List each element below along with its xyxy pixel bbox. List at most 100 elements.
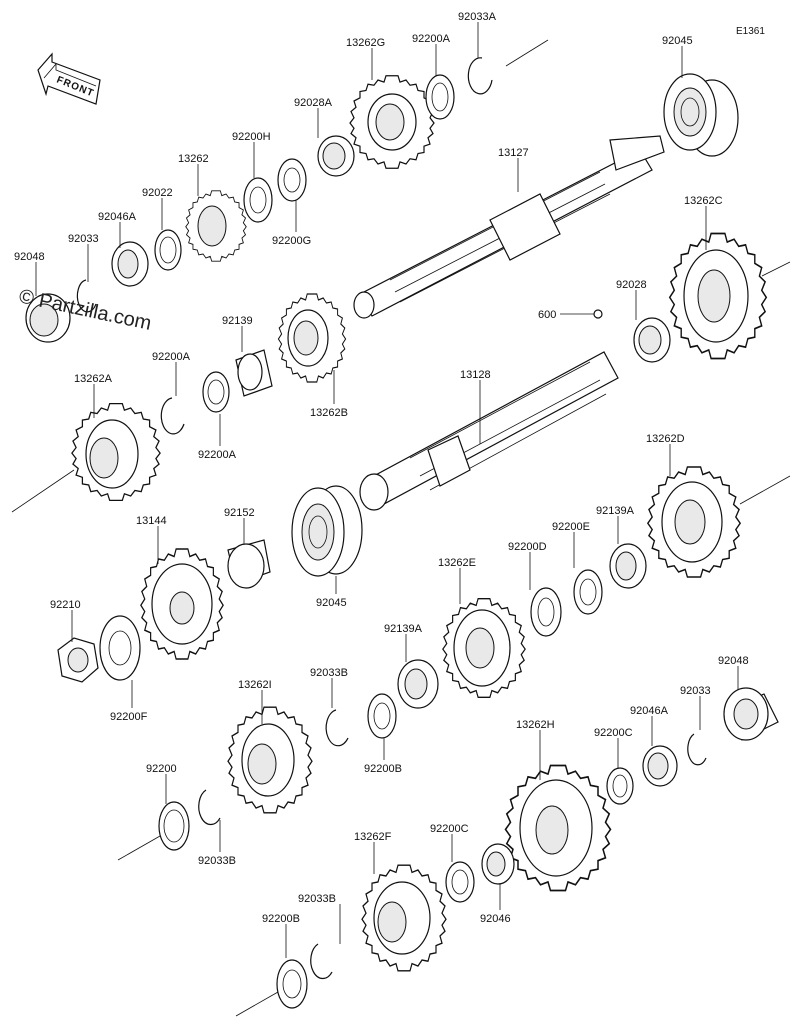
label-92200d: 92200D: [508, 541, 547, 553]
washer-92200b-mid: [367, 693, 397, 739]
nut-92210: [57, 637, 99, 683]
needle-bearing-92046a-left: [111, 241, 149, 287]
label-92046a-right: 92046A: [630, 705, 669, 717]
diagram-code: E1361: [736, 26, 765, 37]
label-92139: 92139: [222, 315, 253, 327]
washer-92200: [158, 801, 190, 851]
needle-bearing-92028a: [317, 135, 355, 177]
label-92033b-low: 92033B: [298, 893, 336, 905]
label-13262c: 13262C: [684, 195, 723, 207]
axis-line-92200: [117, 835, 161, 861]
washer-92200a-mid: [202, 371, 230, 413]
shaft-13127: [353, 135, 665, 319]
gear-13262e: [442, 598, 526, 698]
label-13262a: 13262A: [74, 373, 113, 385]
label-92152: 92152: [224, 507, 255, 519]
bearing-92048-right: [723, 687, 779, 741]
label-92200g: 92200G: [272, 235, 311, 247]
part-labels: 92033A 13262G 92200A 92045 92028A 92200H…: [14, 11, 749, 925]
axis-line-13262c: [761, 261, 791, 277]
label-92200f: 92200F: [110, 711, 148, 723]
bushing-92139: [235, 349, 273, 397]
label-13262: 13262: [178, 153, 209, 165]
label-13128: 13128: [460, 369, 491, 381]
label-13262f: 13262F: [354, 831, 392, 843]
label-92033-left: 92033: [68, 233, 99, 245]
gear-13262h: [504, 764, 612, 892]
washer-92200h: [243, 177, 273, 223]
label-600: 600: [538, 309, 556, 321]
label-92139a-right: 92139A: [596, 505, 635, 517]
label-92200e: 92200E: [552, 521, 590, 533]
label-92046: 92046: [480, 913, 511, 925]
bearing-92028: [633, 317, 671, 363]
gear-13262a: [71, 402, 161, 502]
gear-13262g: [349, 75, 435, 169]
gear-13262c: [668, 232, 768, 360]
needle-bearing-92139a-right: [609, 543, 647, 589]
label-92200a-mid: 92200A: [152, 351, 191, 363]
label-92048-right: 92048: [718, 655, 749, 667]
sprocket-13144: [140, 548, 224, 660]
label-92033b-top: 92033B: [310, 667, 348, 679]
circlip-92033-left: [76, 279, 97, 313]
label-92048-left: 92048: [14, 251, 45, 263]
gear-13262d: [647, 466, 741, 578]
washer-92200e: [573, 569, 603, 615]
washer-92200b-low: [276, 959, 308, 1009]
gear-13262: [185, 190, 247, 262]
label-92045-top: 92045: [662, 35, 693, 47]
label-13262g: 13262G: [346, 37, 385, 49]
label-92200h: 92200H: [232, 131, 271, 143]
circlip-92033b-mid: [198, 789, 221, 826]
washer-92200d: [530, 587, 562, 637]
label-92028: 92028: [616, 279, 647, 291]
shaft-13128: [359, 351, 619, 511]
axis-line-92033a: [505, 39, 549, 67]
label-92033a-top: 92033A: [458, 11, 497, 23]
label-92139a-mid: 92139A: [384, 623, 423, 635]
label-92033b-mid: 92033B: [198, 855, 236, 867]
lockwasher-92200f: [99, 615, 141, 681]
label-92028a: 92028A: [294, 97, 333, 109]
label-92200b-low: 92200B: [262, 913, 300, 925]
label-92022: 92022: [142, 187, 173, 199]
label-92200: 92200: [146, 763, 177, 775]
label-92046a-left: 92046A: [98, 211, 137, 223]
label-13262h: 13262H: [516, 719, 555, 731]
circlip-92200a-mid: [160, 397, 185, 435]
circlip-92033a-top: [467, 57, 493, 95]
label-92200b-mid: 92200B: [364, 763, 402, 775]
label-13144: 13144: [136, 515, 167, 527]
axis-line-13262d: [739, 475, 791, 505]
label-13127: 13127: [498, 147, 529, 159]
label-92045-mid: 92045: [316, 597, 347, 609]
circlip-92033b-top: [325, 709, 349, 747]
label-92200a-top: 92200A: [412, 33, 451, 45]
bearing-92045-mid: [291, 485, 363, 577]
bearing-92048-left: [25, 293, 71, 343]
collar-92200c-right: [606, 767, 634, 805]
gear-13262f: [361, 864, 447, 972]
front-arrow-icon: FRONT: [37, 52, 101, 105]
label-13262e: 13262E: [438, 557, 476, 569]
needle-bearing-92139a-mid: [397, 659, 439, 709]
washer-92200a-top: [425, 74, 455, 120]
circlip-92033b-low: [310, 943, 333, 980]
label-92210: 92210: [50, 599, 81, 611]
label-13262b: 13262B: [310, 407, 348, 419]
bushing-92152: [227, 539, 271, 589]
bearing-92045-top: [663, 73, 739, 157]
label-92200a-low: 92200A: [198, 449, 237, 461]
ball-600: [593, 309, 603, 319]
label-92200c-low: 92200C: [430, 823, 469, 835]
washer-92200g: [277, 158, 307, 202]
needle-bearing-92046: [481, 843, 515, 885]
axis-line-13262a: [11, 469, 75, 513]
circlip-92033-right: [687, 733, 707, 766]
needle-bearing-92046a-right: [642, 745, 678, 787]
gear-13262i: [227, 706, 313, 814]
label-92200c-right: 92200C: [594, 727, 633, 739]
collar-92022: [154, 229, 182, 271]
